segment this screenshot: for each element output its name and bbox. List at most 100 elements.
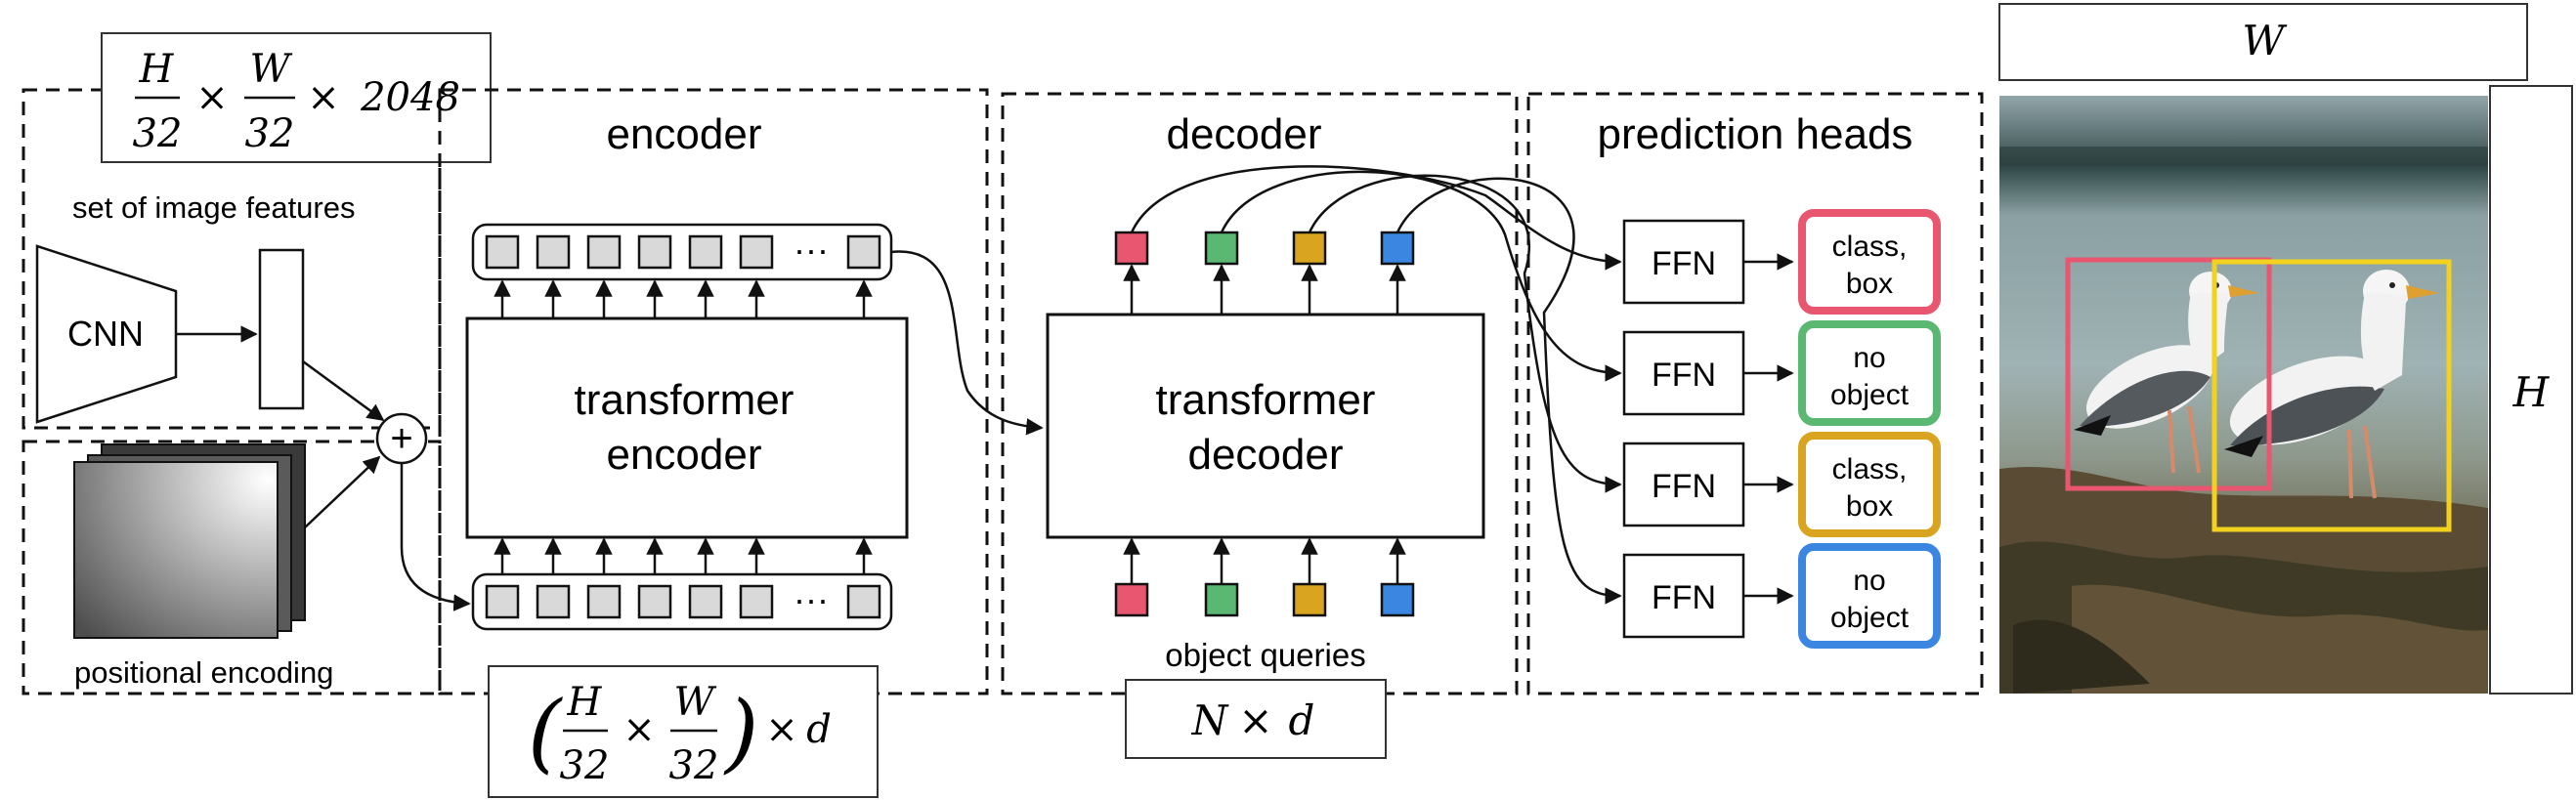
encoder-input-token [536,584,571,619]
encoder-input-ellipsis: ··· [794,579,829,619]
prediction-output-box [1798,320,1941,426]
encoder-shape-h: H [567,680,603,725]
encoder-shape-times-1: × [623,707,656,752]
encoder-output-token [586,234,622,270]
encoder-input-token [586,584,622,619]
encoder-block-line1: transformer [575,376,794,424]
prediction-label-line2: object [1830,379,1910,411]
prediction-output-box [1798,209,1941,315]
input-dims-times-1: × [195,75,229,120]
encoder-output-token [688,234,723,270]
input-dims-times-2: × [307,75,340,120]
ffn-block [1622,219,1745,305]
transformer-decoder-block [1046,313,1485,539]
prediction-label-line2: box [1846,268,1893,300]
encoder-output-ellipsis: ··· [794,230,829,270]
object-queries-label: object queries [1165,637,1365,673]
add-symbol: + [390,417,412,460]
detection-box-red [2065,257,2272,491]
decoder-output-token [1380,231,1415,266]
encoder-shape-close-paren: ) [723,682,758,782]
decoder-shape-d: d [1289,696,1315,744]
input-dims-w: W [249,47,292,92]
encoder-shape-d: d [806,707,832,752]
decoder-output-token [1114,231,1149,266]
prediction-output-box [1798,432,1941,537]
query-to-ffn-arrow [1220,170,1622,382]
encoder-shape-open-paren: ( [528,682,563,782]
decoder-shape-box [1125,679,1387,759]
image-features-label: set of image features [72,190,356,225]
encoder-shape-den-2: 32 [669,743,719,788]
height-label: H [2512,368,2551,416]
ffn-block [1622,442,1745,527]
encoder-input-token [739,584,774,619]
decoder-title: decoder [1166,110,1321,158]
encoder-input-token [846,584,881,619]
decoder-block-line1: transformer [1156,376,1376,424]
prediction-label-line2: object [1830,602,1910,634]
encoder-input-token [688,584,723,619]
prediction-label-line1: class, [1832,231,1908,263]
backbone-group: H 32 × W 32 × 2048 set of image features… [21,32,492,695]
decoder-output-token [1204,231,1239,266]
decoder-shape-times: × [1238,696,1272,744]
detection-box-yellow [2211,259,2452,532]
width-label: W [2242,17,2288,64]
query-to-ffn-arrow [1395,177,1622,605]
decoder-output-token [1292,231,1327,266]
decoder-shape-n: N [1191,696,1229,744]
positional-encoding-stack [73,443,306,639]
input-dims-channels: 2048 [360,75,460,120]
ffn-label: FFN [1652,245,1716,282]
encoder-output-token [637,234,672,270]
encoder-to-decoder-arrow [890,250,1044,436]
encoder-input-tokens [471,572,893,631]
encoder-output-token [846,234,881,270]
prediction-heads-title: prediction heads [1598,110,1913,158]
input-dims-denominator-1: 32 [133,111,183,156]
object-query-token [1292,582,1327,617]
input-dims-h: H [139,47,175,92]
encoder-input-token [637,584,672,619]
image-panel: W H [1998,3,2573,695]
prediction-output-box [1798,543,1941,649]
encoder-title: encoder [606,110,761,158]
encoder-group: encoder ··· transformer encoder ··· ( H … [438,88,989,798]
cnn-block [35,244,178,424]
object-query-token [1114,582,1149,617]
prediction-label-line1: no [1853,342,1885,374]
encoder-block-line2: encoder [606,431,761,479]
prediction-label-line1: class, [1832,453,1908,485]
ffn-label: FFN [1652,357,1716,394]
decoder-group: decoder transformer decoder object queri… [1001,92,1519,759]
encoder-shape-w: W [673,680,716,725]
decoder-block-line2: decoder [1187,431,1343,479]
encoder-input-token [485,584,520,619]
prediction-label-line1: no [1853,565,1885,597]
cnn-label: CNN [67,314,144,354]
object-query-token [1204,582,1239,617]
query-to-ffn-arrow [1130,165,1622,271]
encoder-shape-den-1: 32 [560,743,610,788]
encoder-output-token [485,234,520,270]
prediction-label-line2: box [1846,490,1893,523]
transformer-encoder-block [465,316,909,539]
encoder-shape-times-2: × [765,707,798,752]
seagull-left [2074,272,2259,474]
width-label-box [1998,3,2528,81]
input-dims-denominator-2: 32 [245,111,295,156]
encoder-output-token [739,234,774,270]
ffn-label: FFN [1652,468,1716,505]
encoder-output-token [536,234,571,270]
positional-encoding-label: positional encoding [74,655,333,690]
query-to-ffn-arrow [1308,174,1622,493]
prediction-heads-region [1526,92,1984,695]
object-query-token [1380,582,1415,617]
ffn-label: FFN [1652,579,1716,616]
ffn-block [1622,330,1745,416]
feature-map [258,248,305,410]
ffn-block [1622,553,1745,639]
